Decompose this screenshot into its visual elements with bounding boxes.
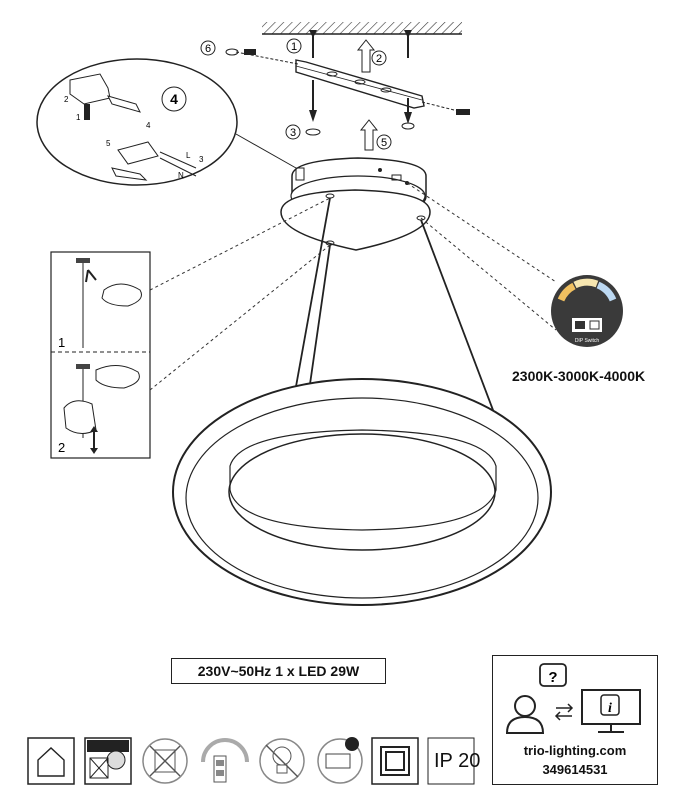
callout-step6: 6 <box>200 40 216 56</box>
ceiling-screw-left <box>309 30 317 58</box>
energy-label-icon <box>201 738 249 783</box>
person-icon <box>505 695 545 734</box>
callout-step1: 1 <box>286 38 302 54</box>
svg-text:4: 4 <box>146 121 151 130</box>
dip-switch-badge: DIP Switch <box>551 275 623 347</box>
callout-step2: 2 <box>371 50 387 66</box>
svg-text:2: 2 <box>58 440 65 455</box>
svg-text:6: 6 <box>205 43 211 55</box>
svg-text:1: 1 <box>76 113 81 122</box>
no-dispose-icon <box>142 738 188 784</box>
svg-text:2: 2 <box>64 95 69 104</box>
info-monitor-icon: i <box>581 689 641 733</box>
svg-text:N: N <box>178 171 184 180</box>
service-url[interactable]: trio-lighting.com <box>523 743 627 758</box>
cable-adjust-panel: 1 2 <box>50 251 151 459</box>
service-box: trio-lighting.com 349614531 <box>492 655 658 785</box>
canopy <box>280 157 431 251</box>
svg-text:1: 1 <box>58 335 65 350</box>
svg-text:3: 3 <box>290 127 296 139</box>
ip-rating: IP 20 <box>434 750 481 772</box>
not-dimmable-icon <box>84 737 132 785</box>
svg-text:DIP Switch: DIP Switch <box>575 338 600 344</box>
class-2-icon <box>371 737 419 785</box>
lift-arrows <box>356 39 379 151</box>
callout-step5: 5 <box>376 134 392 150</box>
callout-step3: 3 <box>285 124 301 140</box>
ceiling <box>262 22 462 35</box>
svg-text:1: 1 <box>291 41 297 53</box>
svg-text:i: i <box>608 701 612 716</box>
electrical-spec: 230V~50Hz 1 x LED 29W <box>171 658 386 684</box>
inset-wiring-detail: 4 2 1 4 5 L 3 N <box>36 58 297 186</box>
side-screw <box>235 49 470 115</box>
svg-text:L: L <box>186 151 191 160</box>
svg-text:5: 5 <box>381 137 387 149</box>
led-not-replaceable-icon <box>259 738 305 784</box>
ceiling-screw-right <box>404 30 412 58</box>
swap-arrows-icon <box>554 703 574 721</box>
ip20-icon <box>427 737 475 785</box>
leader-lines <box>149 182 557 391</box>
question-bubble-icon: ? <box>539 663 567 687</box>
svg-text:?: ? <box>548 669 557 686</box>
service-code: 349614531 <box>542 762 608 777</box>
svg-text:4: 4 <box>170 91 178 107</box>
driver-icon <box>317 737 363 784</box>
svg-text:3: 3 <box>199 155 204 164</box>
svg-text:2: 2 <box>376 53 382 65</box>
color-temperature-range: 2300K-3000K-4000K <box>512 368 646 384</box>
bracket-screws <box>309 80 412 124</box>
mounting-bracket <box>295 59 425 109</box>
ring-luminaire <box>172 378 552 606</box>
indoor-use-icon <box>27 737 75 785</box>
rotation-arrows <box>225 48 415 136</box>
svg-text:5: 5 <box>106 139 111 148</box>
